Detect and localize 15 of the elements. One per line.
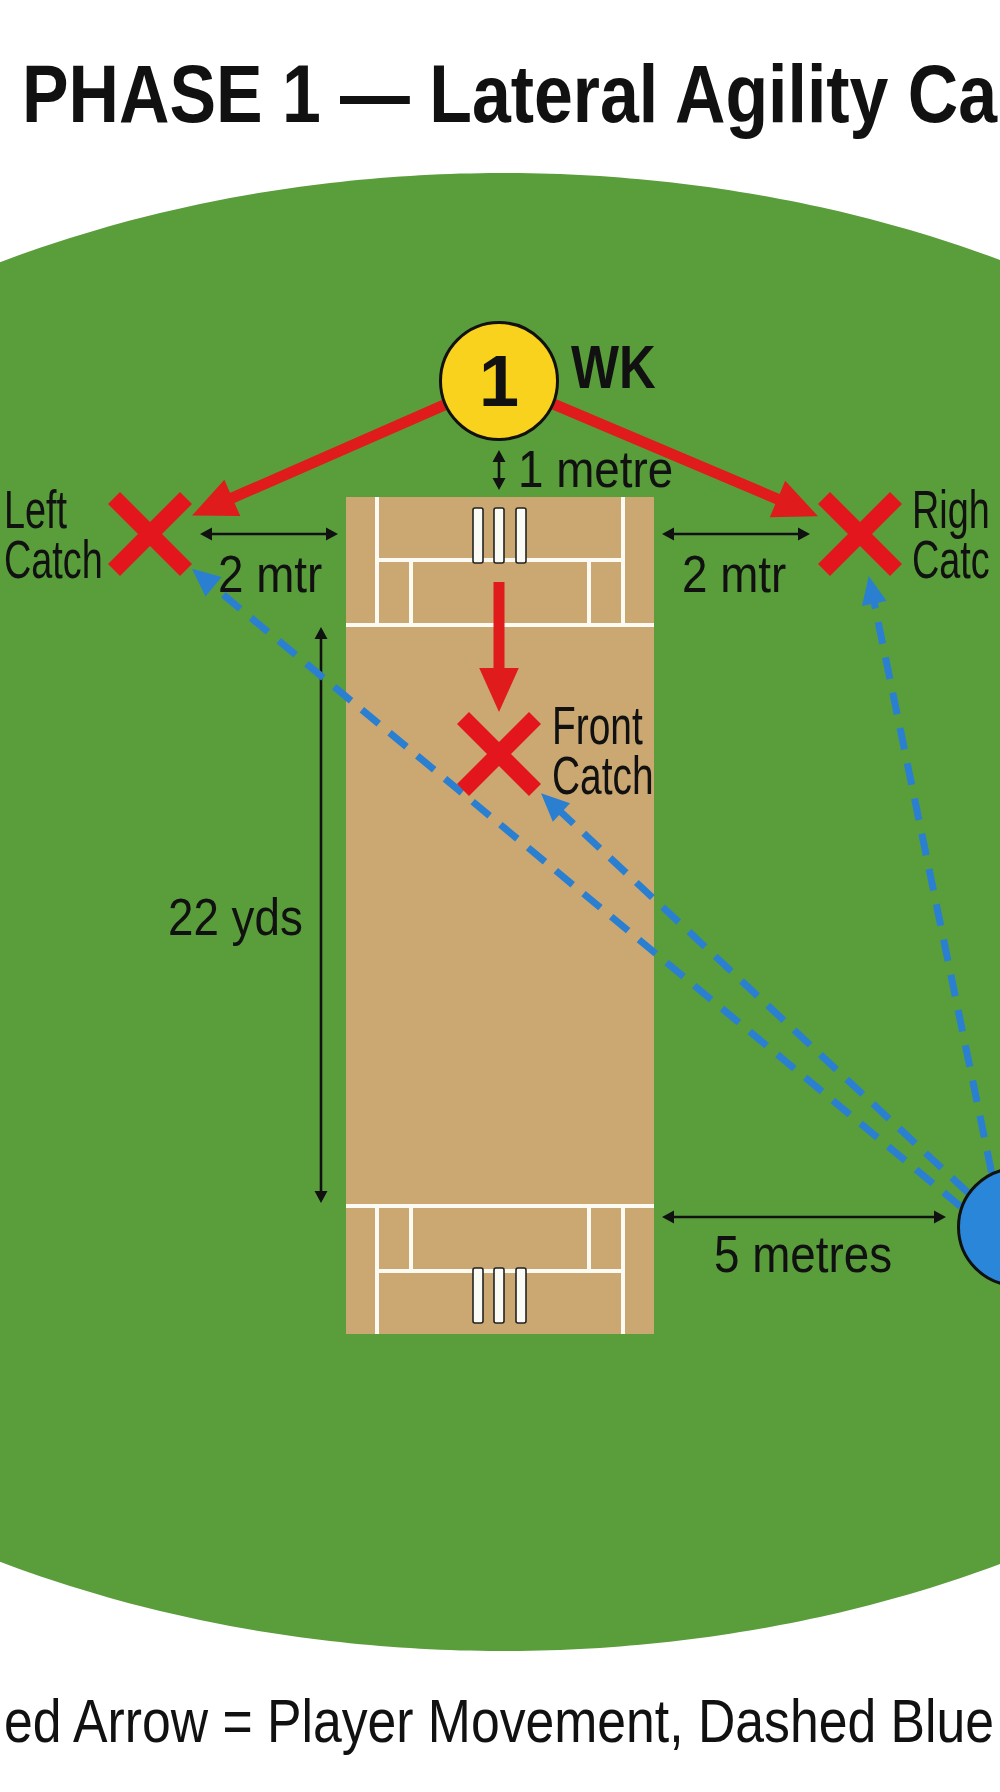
arrow: [479, 582, 519, 712]
position-label: Front Catch: [552, 701, 654, 801]
position-label: Left Catch: [4, 485, 103, 585]
dashed-arrow: [189, 566, 963, 1210]
dimension-label: 1 metre: [518, 443, 674, 495]
cross-marker: [818, 492, 902, 576]
dashed-arrow: [538, 790, 971, 1196]
player-label: WK: [571, 336, 656, 398]
dimension-label: 2 mtr: [218, 548, 323, 600]
dimension-label: 2 mtr: [682, 548, 787, 600]
cross-marker: [457, 712, 541, 796]
dimension-label: 5 metres: [714, 1228, 892, 1280]
position-label: Righ Catc: [912, 485, 990, 585]
dashed-arrow: [862, 575, 996, 1174]
cross-marker: [108, 492, 192, 576]
